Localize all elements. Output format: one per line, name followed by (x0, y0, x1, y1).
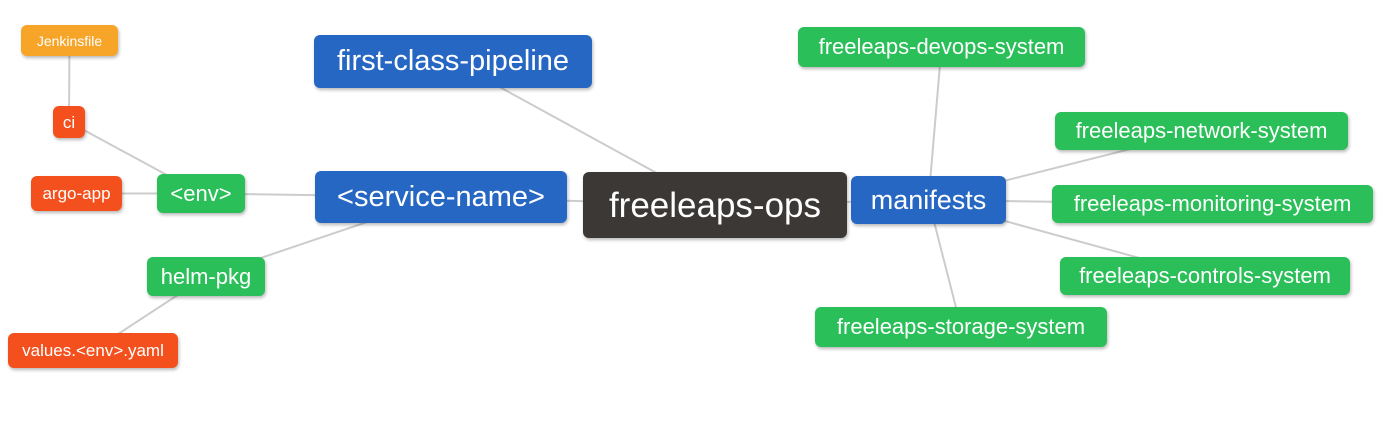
node-values-env-yaml[interactable]: values.<env>.yaml (8, 333, 178, 368)
node-freeleaps-controls-system[interactable]: freeleaps-controls-system (1060, 257, 1350, 295)
node-env[interactable]: <env> (157, 174, 245, 213)
node-jenkinsfile[interactable]: Jenkinsfile (21, 25, 118, 56)
node-service-name[interactable]: <service-name> (315, 171, 567, 223)
node-helm-pkg[interactable]: helm-pkg (147, 257, 265, 296)
node-manifests[interactable]: manifests (851, 176, 1006, 224)
node-freeleaps-network-system[interactable]: freeleaps-network-system (1055, 112, 1348, 150)
node-freeleaps-ops[interactable]: freeleaps-ops (583, 172, 847, 238)
node-first-class-pipeline[interactable]: first-class-pipeline (314, 35, 592, 88)
node-ci[interactable]: ci (53, 106, 85, 138)
edge-manifests--freeleaps-devops-system (927, 46, 943, 201)
node-freeleaps-monitoring-system[interactable]: freeleaps-monitoring-system (1052, 185, 1373, 223)
node-freeleaps-devops-system[interactable]: freeleaps-devops-system (798, 27, 1085, 67)
node-argo-app[interactable]: argo-app (31, 176, 122, 211)
node-freeleaps-storage-system[interactable]: freeleaps-storage-system (815, 307, 1107, 347)
